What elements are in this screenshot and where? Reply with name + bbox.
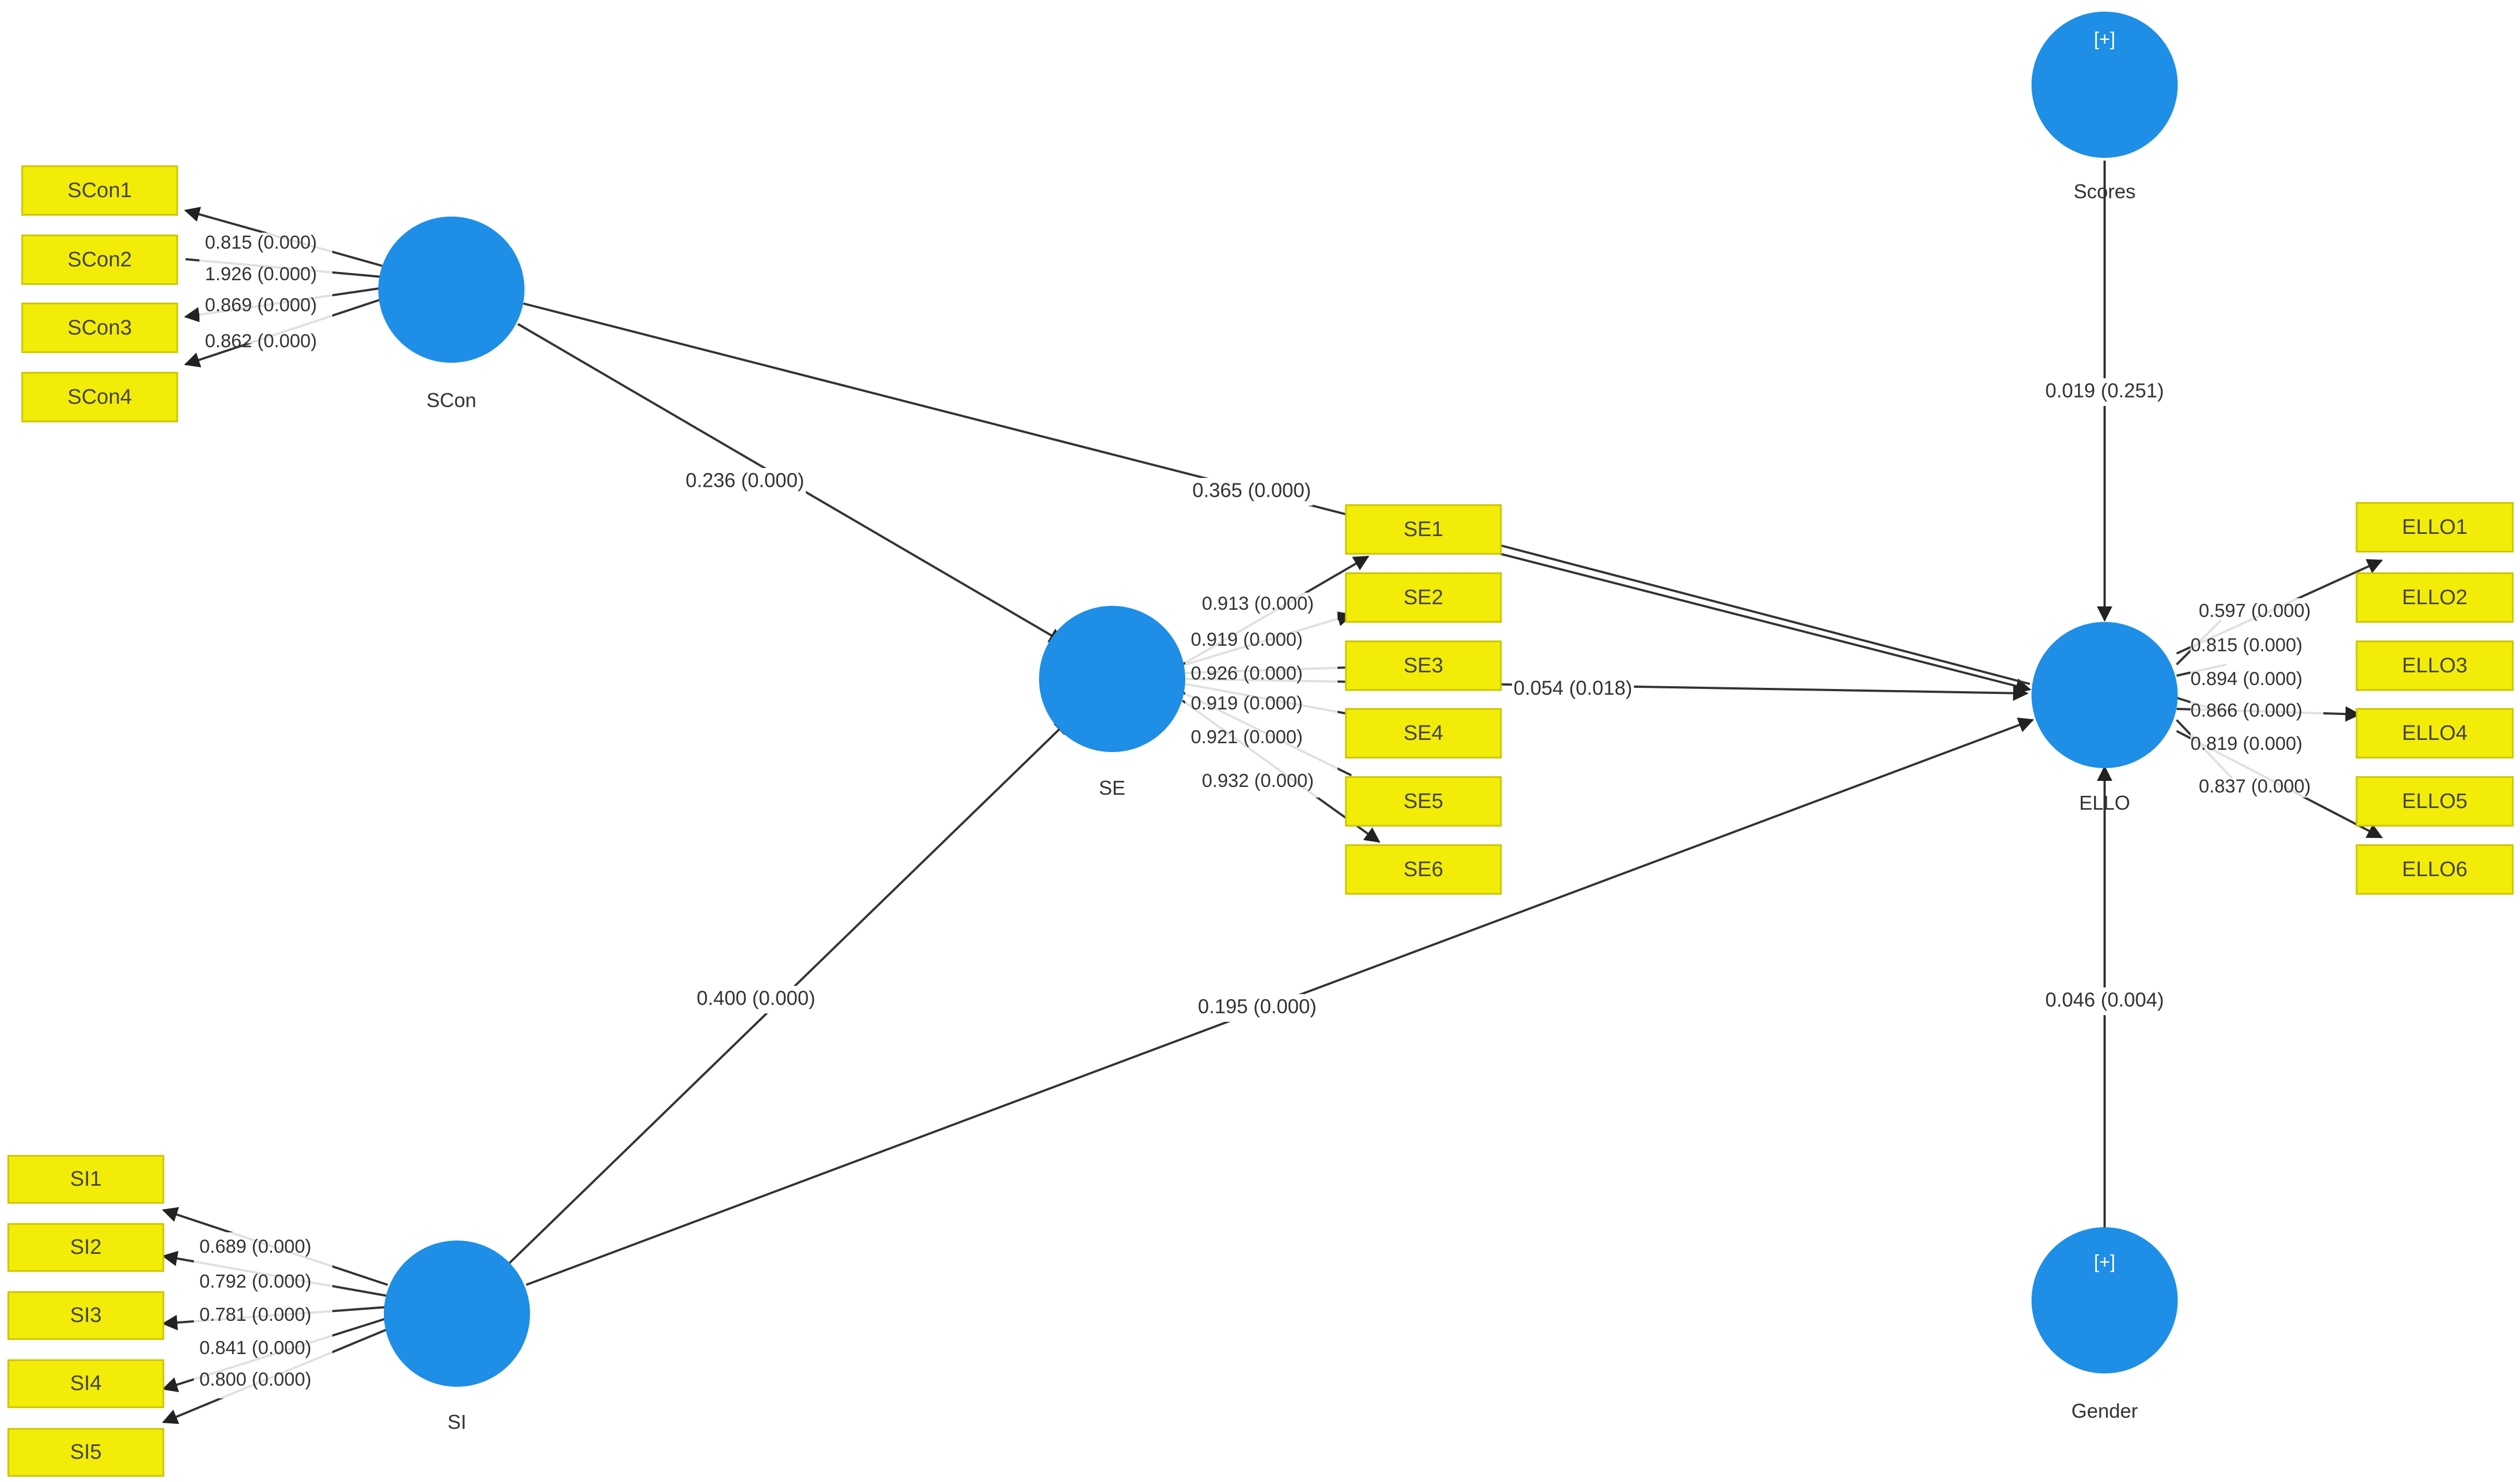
loading-si1: 0.689 (0.000) [199, 1236, 311, 1257]
indicator-scon1[interactable]: SCon1 [68, 179, 132, 202]
construct-label-si: SI [448, 1411, 466, 1433]
se-measurement-block: SE1 SE2 SE3 SE4 SE5 SE6 0.913 (0.000) 0.… [1039, 504, 1502, 895]
loading-ello1: 0.597 (0.000) [2199, 600, 2311, 621]
path-label-scon-ello: 0.365 (0.000) [1192, 479, 1311, 502]
loading-ello6: 0.837 (0.000) [2199, 776, 2311, 797]
gender-expand-badge[interactable]: [+] [2094, 1252, 2116, 1273]
loading-se4: 0.919 (0.000) [1191, 693, 1303, 714]
loading-si5: 0.800 (0.000) [199, 1369, 311, 1390]
gender-block: [+] Gender [2032, 1227, 2178, 1422]
construct-scores[interactable] [2032, 12, 2178, 158]
indicator-ello4[interactable]: ELLO4 [2402, 722, 2467, 745]
indicator-si4[interactable]: SI4 [70, 1372, 101, 1395]
loading-ello5: 0.819 (0.000) [2190, 733, 2302, 754]
construct-label-gender: Gender [2071, 1399, 2138, 1422]
construct-si[interactable] [384, 1241, 530, 1387]
indicator-ello5[interactable]: ELLO5 [2402, 790, 2467, 813]
indicator-ello6[interactable]: ELLO6 [2402, 858, 2467, 881]
path-label-si-ello: 0.195 (0.000) [1198, 995, 1316, 1018]
indicator-scon2[interactable]: SCon2 [68, 248, 132, 271]
loading-si4: 0.841 (0.000) [199, 1337, 311, 1358]
path-se1-ello[interactable] [1500, 544, 2030, 685]
construct-se[interactable] [1039, 606, 1185, 752]
ello-measurement-block: ELLO1 ELLO2 ELLO3 ELLO4 ELLO5 ELLO6 0.59… [2032, 502, 2514, 895]
path-label-scon-se: 0.236 (0.000) [686, 469, 804, 492]
indicator-si1[interactable]: SI1 [70, 1167, 101, 1191]
indicator-ello2[interactable]: ELLO2 [2402, 586, 2467, 609]
indicator-si2[interactable]: SI2 [70, 1236, 101, 1259]
indicator-se3[interactable]: SE3 [1403, 654, 1443, 677]
path-label-gender-ello: 0.046 (0.004) [2045, 989, 2164, 1011]
construct-label-ello: ELLO [2079, 791, 2130, 814]
loading-ello4: 0.866 (0.000) [2190, 700, 2302, 721]
indicator-se4[interactable]: SE4 [1403, 722, 1443, 745]
scores-block: [+] Scores [2032, 12, 2178, 203]
indicator-si5[interactable]: SI5 [70, 1440, 101, 1464]
indicator-se2[interactable]: SE2 [1403, 586, 1443, 609]
indicator-si3[interactable]: SI3 [70, 1304, 101, 1327]
loading-scon1: 0.815 (0.000) [205, 232, 317, 253]
si-measurement-block: SI1 SI2 SI3 SI4 SI5 0.689 (0.000) 0.792 … [7, 1155, 530, 1477]
construct-label-scon: SCon [426, 389, 476, 411]
loading-se6: 0.932 (0.000) [1202, 770, 1314, 791]
indicator-ello1[interactable]: ELLO1 [2402, 516, 2467, 539]
loading-se3: 0.926 (0.000) [1191, 663, 1303, 684]
path-label-scores-ello: 0.019 (0.251) [2045, 379, 2164, 402]
indicator-scon3[interactable]: SCon3 [68, 316, 132, 339]
indicator-se1[interactable]: SE1 [1403, 518, 1443, 541]
indicator-se6[interactable]: SE6 [1403, 858, 1443, 881]
construct-gender[interactable] [2032, 1227, 2178, 1373]
loading-se2: 0.919 (0.000) [1191, 629, 1303, 650]
path-label-si-se: 0.400 (0.000) [697, 987, 815, 1010]
loading-scon2: 1.926 (0.000) [205, 264, 317, 285]
construct-label-se: SE [1099, 776, 1125, 799]
loading-se5: 0.921 (0.000) [1191, 727, 1303, 748]
loading-si3: 0.781 (0.000) [199, 1304, 311, 1325]
loading-se1: 0.913 (0.000) [1202, 593, 1314, 614]
loading-scon4: 0.862 (0.000) [205, 331, 317, 352]
path-label-se-ello: 0.054 (0.018) [1514, 677, 1632, 699]
path-labels: 0.236 (0.000) 0.365 (0.000) 0.054 (0.018… [684, 378, 2164, 1022]
construct-label-scores: Scores [2074, 180, 2136, 203]
loading-si2: 0.792 (0.000) [199, 1271, 311, 1292]
construct-scon[interactable] [378, 217, 524, 363]
indicator-se5[interactable]: SE5 [1403, 790, 1443, 813]
loading-ello3: 0.894 (0.000) [2190, 668, 2302, 689]
loading-ello2: 0.815 (0.000) [2190, 635, 2302, 656]
scon-measurement-block: SCon1 SCon2 SCon3 SCon4 0.815 (0.000) 1.… [21, 165, 524, 423]
indicator-ello3[interactable]: ELLO3 [2402, 654, 2467, 677]
scores-expand-badge[interactable]: [+] [2094, 29, 2116, 50]
construct-ello[interactable] [2032, 622, 2178, 768]
loading-scon3: 0.869 (0.000) [205, 295, 317, 316]
indicator-scon4[interactable]: SCon4 [68, 385, 132, 409]
